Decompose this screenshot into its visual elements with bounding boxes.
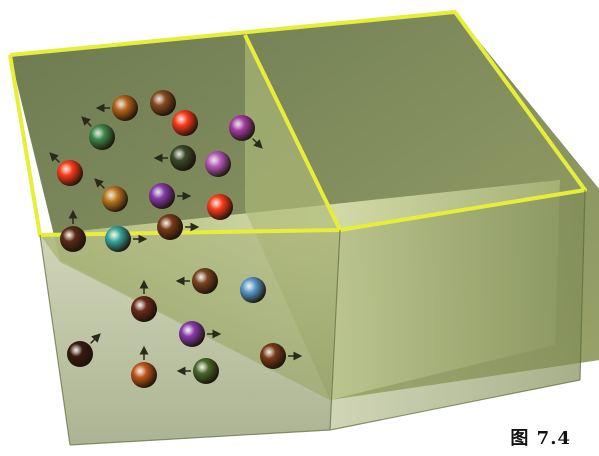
- molecule: [192, 268, 218, 294]
- molecule: [193, 358, 219, 384]
- molecule: [260, 343, 286, 369]
- molecule: [67, 341, 93, 367]
- figure-caption: 图 7.4: [510, 424, 571, 450]
- molecule: [229, 115, 255, 141]
- molecule: [149, 183, 175, 209]
- molecule: [112, 95, 138, 121]
- molecule: [105, 226, 131, 252]
- molecule: [89, 124, 115, 150]
- molecule: [179, 321, 205, 347]
- molecule: [170, 145, 196, 171]
- molecule: [172, 110, 198, 136]
- molecule: [102, 186, 128, 212]
- molecule: [131, 362, 157, 388]
- molecule: [205, 151, 231, 177]
- molecule: [60, 226, 86, 252]
- molecule: [157, 214, 183, 240]
- molecule: [207, 194, 233, 220]
- molecule: [150, 90, 176, 116]
- molecule: [57, 160, 83, 186]
- molecule: [240, 277, 266, 303]
- molecule: [131, 296, 157, 322]
